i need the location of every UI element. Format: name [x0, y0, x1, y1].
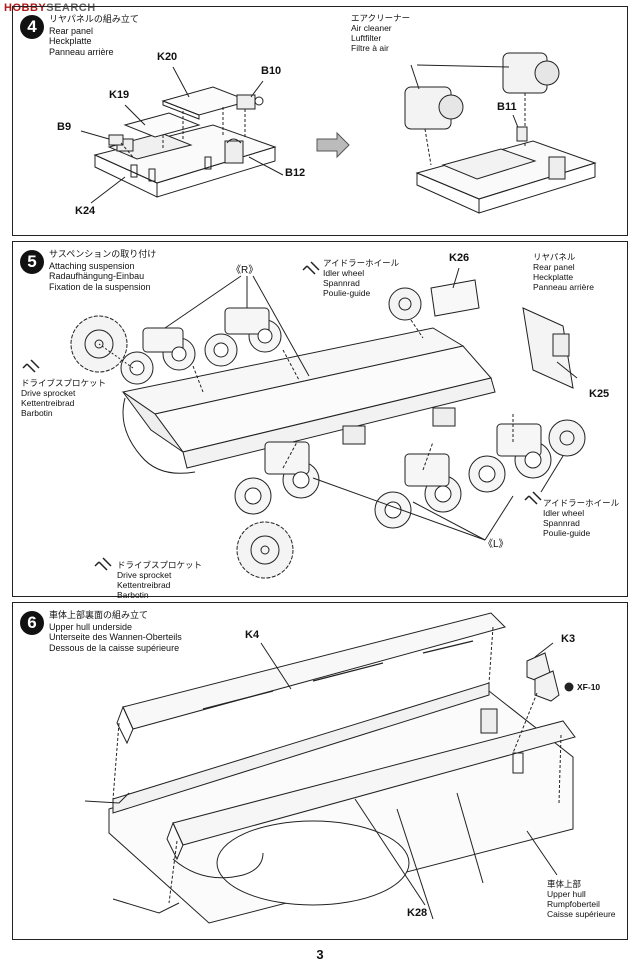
rear-panel-de: Heckplatte	[533, 272, 574, 282]
watermark-site: SEARCH	[46, 2, 96, 14]
upper-hull-en: Upper hull	[547, 889, 586, 899]
drive-left-de: Kettentreibrad	[21, 398, 75, 408]
air-cleaner-jp: エアクリーナー	[351, 13, 411, 23]
rear-panel-en: Rear panel	[533, 262, 575, 272]
step-title: リヤパネルの組み立て Rear panel Heckplatte Panneau…	[49, 14, 139, 57]
watermark-brand: HOBBY	[4, 2, 47, 14]
part-label-b10: B10	[261, 65, 282, 77]
title-en: Upper hull underside	[49, 621, 133, 632]
step-number: 6	[20, 611, 44, 635]
air-cleaner-en: Air cleaner	[351, 23, 392, 33]
drive-bottom-en: Drive sprocket	[117, 570, 172, 580]
idler-wheel-top-callout: アイドラーホイール Idler wheel Spannrad Poulie-gu…	[323, 258, 399, 298]
title-jp: リヤパネルの組み立て	[49, 14, 139, 24]
title-de: Heckplatte	[49, 36, 92, 46]
step-6-panel: 6 車体上部裏面の組み立て Upper hull underside Unter…	[12, 602, 628, 940]
part-label-k26: K26	[449, 252, 470, 264]
idler-top-en: Idler wheel	[323, 268, 365, 278]
title-de: Unterseite des Wannen-Oberteils	[49, 632, 182, 642]
page-number: 3	[316, 947, 324, 962]
upper-hull-de: Rumpfoberteil	[547, 899, 600, 909]
upper-hull-jp: 車体上部	[547, 879, 582, 889]
drive-left-jp: ドライブスプロケット	[21, 378, 107, 388]
part-label-k19: K19	[109, 89, 130, 101]
part-label-b12: B12	[285, 167, 306, 179]
air-cleaner-fr: Filtre à air	[351, 43, 389, 53]
drive-bottom-jp: ドライブスプロケット	[117, 560, 203, 570]
idler-bottom-en: Idler wheel	[543, 508, 585, 518]
idler-top-de: Spannrad	[323, 278, 360, 288]
part-label-k25: K25	[589, 388, 610, 400]
watermark: HOBBYSEARCH	[4, 2, 96, 14]
drive-bottom-de: Kettentreibrad	[117, 580, 171, 590]
idler-top-fr: Poulie-guide	[323, 288, 371, 298]
rear-panel-callout: リヤパネル Rear panel Heckplatte Panneau arri…	[533, 252, 594, 292]
title-jp: 車体上部裏面の組み立て	[49, 610, 149, 620]
step-4-panel: 4 リヤパネルの組み立て Rear panel Heckplatte Panne…	[12, 6, 628, 236]
air-cleaner-callout: エアクリーナー Air cleaner Luftfilter Filtre à …	[351, 13, 410, 53]
idler-bottom-jp: アイドラーホイール	[543, 498, 620, 508]
right-side-mark: 《R》	[231, 265, 259, 276]
upper-hull-fr: Caisse supérieure	[547, 909, 616, 919]
drive-left-fr: Barbotin	[21, 408, 53, 418]
title-jp: サスペンションの取り付け	[49, 249, 157, 259]
title-en: Rear panel	[49, 25, 94, 36]
step-title: サスペンションの取り付け Attaching suspension Radauf…	[49, 249, 156, 292]
drive-sprocket-left-callout: ドライブスプロケット Drive sprocket Kettentreibrad…	[21, 378, 106, 418]
paint-code-xf10: XF-10	[577, 682, 601, 692]
part-label-k28: K28	[407, 907, 428, 919]
idler-top-jp: アイドラーホイール	[323, 258, 400, 268]
idler-bottom-de: Spannrad	[543, 518, 580, 528]
part-label-k20: K20	[157, 51, 178, 63]
step-number: 4	[20, 15, 44, 39]
step-title: 車体上部裏面の組み立て Upper hull underside Unterse…	[49, 610, 182, 653]
drive-left-en: Drive sprocket	[21, 388, 76, 398]
part-label-b11: B11	[497, 101, 517, 113]
step-5-illustration	[13, 242, 627, 596]
title-fr: Dessous de la caisse supérieure	[49, 642, 180, 653]
part-label-k24: K24	[75, 205, 96, 217]
title-de: Radaufhängung-Einbau	[49, 271, 145, 281]
rear-panel-fr: Panneau arrière	[533, 282, 594, 292]
step-number: 5	[20, 250, 44, 274]
title-fr: Panneau arrière	[49, 46, 114, 57]
left-side-mark: 《L》	[483, 539, 509, 550]
idler-wheel-bottom-callout: アイドラーホイール Idler wheel Spannrad Poulie-gu…	[543, 498, 619, 538]
part-label-k3: K3	[561, 633, 576, 645]
step-6-illustration	[13, 603, 627, 939]
part-label-k4: K4	[245, 629, 260, 641]
step-4-illustration	[13, 7, 627, 235]
air-cleaner-de: Luftfilter	[351, 33, 382, 43]
step-5-panel: 5 サスペンションの取り付け Attaching suspension Rada…	[12, 241, 628, 600]
rear-panel-jp: リヤパネル	[533, 252, 576, 262]
drive-bottom-fr: Barbotin	[117, 590, 149, 600]
idler-bottom-fr: Poulie-guide	[543, 528, 591, 538]
part-label-b9: B9	[57, 121, 72, 133]
title-en: Attaching suspension	[49, 260, 135, 271]
upper-hull-callout: 車体上部 Upper hull Rumpfoberteil Caisse sup…	[547, 879, 616, 919]
drive-sprocket-bottom-callout: ドライブスプロケット Drive sprocket Kettentreibrad…	[117, 560, 202, 600]
title-fr: Fixation de la suspension	[49, 281, 151, 292]
